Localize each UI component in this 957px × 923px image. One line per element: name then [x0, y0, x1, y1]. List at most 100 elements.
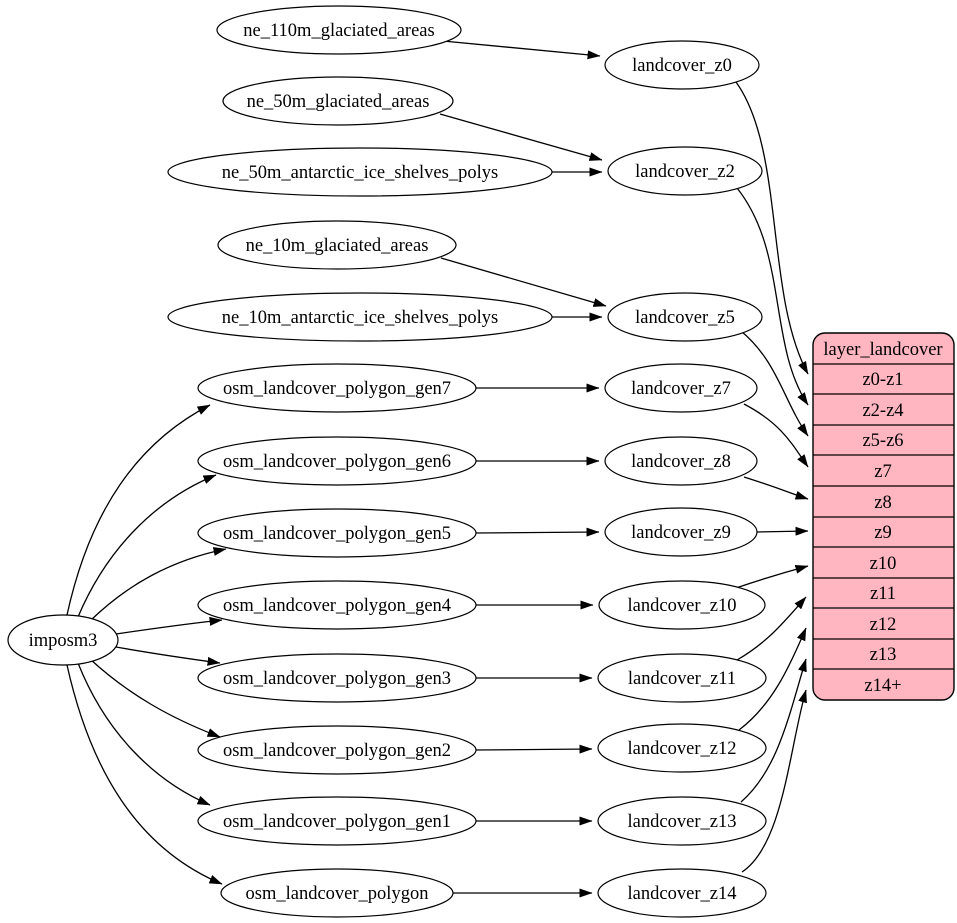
osm-landcover-polygon-gen1-shape: [197, 796, 477, 846]
table-row-z9: z9: [874, 523, 891, 543]
landcover-z13-label: landcover_z13: [628, 812, 737, 832]
node-landcover-z9: landcover_z9: [604, 507, 758, 557]
imposm3-shape: [7, 614, 119, 666]
nodes: imposm3 ne_110m_glaciated_areas ne_50m_g…: [7, 5, 767, 918]
node-ne-50m-glaciated-areas: ne_50m_glaciated_areas: [222, 76, 454, 126]
landcover-z12-shape: [597, 723, 767, 773]
node-ne-50m-antarctic-ice-shelves-polys: ne_50m_antarctic_ice_shelves_polys: [167, 147, 553, 197]
edge-imposm3-osm-landcover-polygon-gen6: [77, 474, 217, 618]
ne-10m-glaciated-areas-shape: [217, 220, 457, 270]
node-ne-110m-glaciated-areas: ne_110m_glaciated_areas: [216, 5, 462, 55]
edge-landcover-z0-row-z0-z1: [735, 81, 809, 375]
node-imposm3: imposm3: [7, 614, 119, 666]
node-osm-landcover-polygon-gen7: osm_landcover_polygon_gen7: [197, 363, 477, 413]
node-landcover-z0: landcover_z0: [604, 40, 760, 90]
landcover-z8-label: landcover_z8: [631, 452, 731, 472]
edge-imposm3-osm-landcover-polygon-gen2: [89, 658, 221, 738]
landcover-z7-label: landcover_z7: [631, 379, 731, 399]
node-osm-landcover-polygon-gen4: osm_landcover_polygon_gen4: [197, 580, 477, 630]
table-row-z2-z4: z2-z4: [862, 401, 903, 421]
edge-osm-landcover-polygon-gen2-landcover-z12: [475, 744, 593, 754]
landcover-z2-shape: [607, 146, 763, 196]
node-landcover-z10: landcover_z10: [598, 580, 766, 630]
edge-ne-10m-glaciated-areas-landcover-z5: [440, 257, 607, 307]
landcover-z11-shape: [597, 653, 767, 703]
edge-landcover-z2-row-z2-z4: [736, 187, 809, 406]
edge-landcover-z8-row-z8: [743, 476, 809, 500]
edge-ne-110m-glaciated-areas-landcover-z0: [442, 40, 601, 60]
landcover-z14-shape: [597, 868, 767, 918]
table-row-z12: z12: [870, 615, 897, 635]
landcover-z8-shape: [604, 436, 758, 486]
osm-landcover-polygon-gen4-label: osm_landcover_polygon_gen4: [223, 596, 451, 616]
node-landcover-z2: landcover_z2: [607, 146, 763, 196]
table-row-z8: z8: [874, 493, 891, 513]
node-landcover-z14: landcover_z14: [597, 868, 767, 918]
edge-ne-50m-glaciated-areas-landcover-z2: [439, 113, 603, 161]
edge-landcover-z5-row-z5-z6: [740, 330, 809, 437]
osm-landcover-polygon-gen6-shape: [197, 436, 477, 486]
node-osm-landcover-polygon-gen3: osm_landcover_polygon_gen3: [197, 653, 477, 703]
node-osm-landcover-polygon-gen6: osm_landcover_polygon_gen6: [197, 436, 477, 486]
ne-50m-antarctic-ice-shelves-polys-label: ne_50m_antarctic_ice_shelves_polys: [222, 163, 498, 183]
osm-landcover-polygon-gen3-shape: [197, 653, 477, 703]
landcover-z0-label: landcover_z0: [632, 56, 732, 76]
table-row-z11: z11: [870, 584, 896, 604]
node-osm-landcover-polygon-gen2: osm_landcover_polygon_gen2: [197, 725, 477, 775]
table-row-z5-z6: z5-z6: [862, 431, 903, 451]
table-row-z0-z1: z0-z1: [862, 370, 903, 390]
landcover-z10-shape: [598, 580, 766, 630]
ne-50m-glaciated-areas-label: ne_50m_glaciated_areas: [247, 92, 430, 112]
osm-landcover-polygon-gen1-label: osm_landcover_polygon_gen1: [223, 812, 451, 832]
edge-landcover-z13-row-z13: [740, 658, 807, 803]
node-landcover-z12: landcover_z12: [597, 723, 767, 773]
ne-10m-antarctic-ice-shelves-polys-shape: [167, 292, 553, 342]
edges: [66, 40, 809, 898]
landcover-z10-label: landcover_z10: [628, 596, 737, 616]
node-landcover-z5: landcover_z5: [607, 292, 763, 342]
edge-imposm3-osm-landcover-polygon: [66, 664, 223, 885]
landcover-z9-label: landcover_z9: [631, 523, 731, 543]
node-landcover-z13: landcover_z13: [597, 796, 767, 846]
edge-landcover-z11-row-z11: [736, 596, 807, 661]
edge-landcover-z14-row-z14plus: [741, 689, 807, 873]
osm-landcover-polygon-gen7-label: osm_landcover_polygon_gen7: [223, 379, 451, 399]
osm-landcover-polygon-shape: [220, 868, 454, 918]
ne-110m-glaciated-areas-label: ne_110m_glaciated_areas: [243, 21, 434, 41]
node-osm-landcover-polygon: osm_landcover_polygon: [220, 868, 454, 918]
edge-landcover-z12-row-z12: [738, 627, 807, 731]
node-ne-10m-glaciated-areas: ne_10m_glaciated_areas: [217, 220, 457, 270]
landcover-z2-label: landcover_z2: [635, 162, 735, 182]
node-layer-landcover: layer_landcover z0-z1 z2-z4 z5-z6 z7 z8 …: [812, 332, 955, 701]
edge-landcover-z9-row-z9: [756, 526, 809, 536]
edge-imposm3-osm-landcover-polygon-gen7: [66, 404, 211, 616]
osm-landcover-polygon-gen5-label: osm_landcover_polygon_gen5: [223, 524, 451, 544]
landcover-z13-shape: [597, 796, 767, 846]
landcover-z11-label: landcover_z11: [628, 669, 736, 689]
osm-landcover-polygon-gen2-shape: [197, 725, 477, 775]
node-osm-landcover-polygon-gen5: osm_landcover_polygon_gen5: [197, 508, 477, 558]
imposm3-label: imposm3: [29, 631, 98, 651]
node-landcover-z7: landcover_z7: [604, 363, 758, 413]
osm-landcover-polygon-gen5-shape: [197, 508, 477, 558]
osm-landcover-polygon-gen6-label: osm_landcover_polygon_gen6: [223, 452, 451, 472]
ne-50m-glaciated-areas-shape: [222, 76, 454, 126]
table-row-z14plus: z14+: [864, 676, 901, 696]
landcover-z14-label: landcover_z14: [628, 884, 737, 904]
node-landcover-z8: landcover_z8: [604, 436, 758, 486]
table-row-z13: z13: [870, 645, 897, 665]
osm-landcover-polygon-label: osm_landcover_polygon: [246, 884, 429, 904]
ne-50m-antarctic-ice-shelves-polys-shape: [167, 147, 553, 197]
edge-imposm3-osm-landcover-polygon-gen3: [115, 646, 221, 666]
edge-imposm3-osm-landcover-polygon-gen1: [77, 662, 211, 806]
landcover-z0-shape: [604, 40, 760, 90]
landcover-z7-shape: [604, 363, 758, 413]
node-landcover-z11: landcover_z11: [597, 653, 767, 703]
node-ne-10m-antarctic-ice-shelves-polys: ne_10m_antarctic_ice_shelves_polys: [167, 292, 553, 342]
landcover-z5-shape: [607, 292, 763, 342]
ne-110m-glaciated-areas-shape: [216, 5, 462, 55]
edge-landcover-z7-row-z7: [743, 403, 809, 468]
osm-landcover-polygon-gen3-label: osm_landcover_polygon_gen3: [223, 669, 451, 689]
